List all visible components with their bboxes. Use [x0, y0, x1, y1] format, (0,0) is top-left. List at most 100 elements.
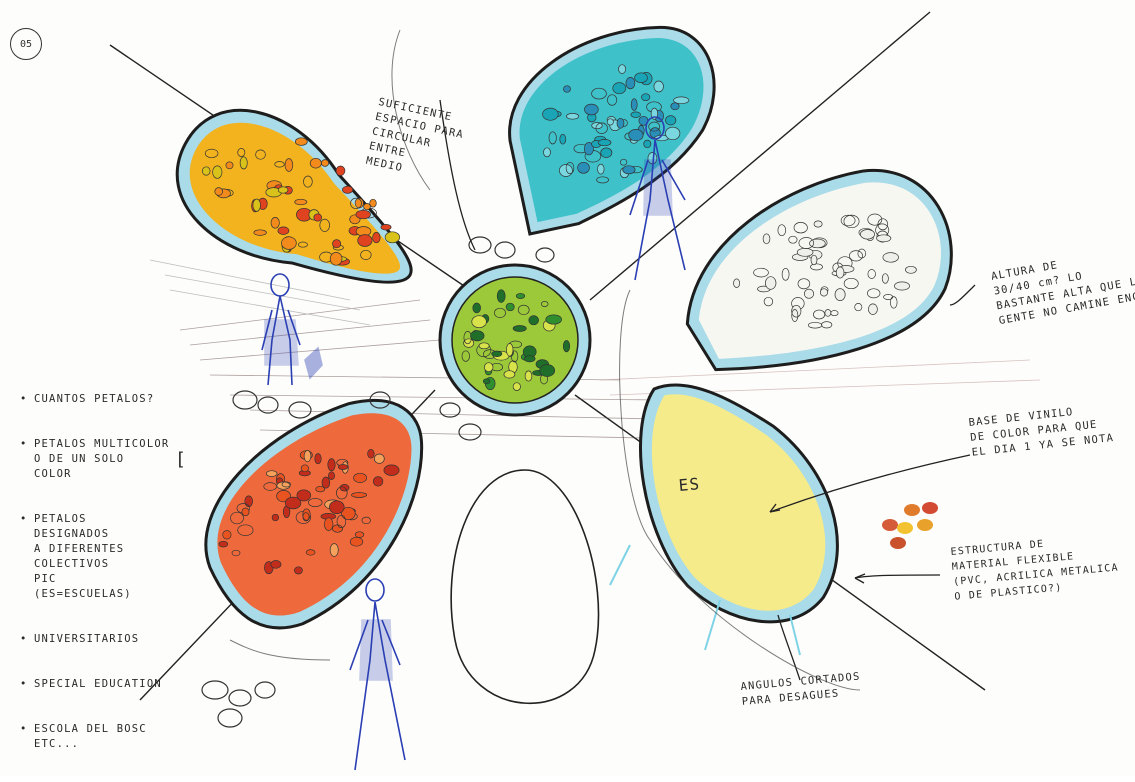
question-list: CUANTOS PETALOS? PETALOS MULTICOLOR O DE… — [20, 362, 210, 782]
texture-pebble — [310, 158, 321, 168]
texture-pebble — [330, 252, 342, 265]
texture-pebble — [529, 316, 539, 325]
texture-pebble — [804, 289, 813, 298]
texture-pebble — [506, 303, 514, 311]
texture-pebble — [513, 383, 520, 391]
texture-pebble — [202, 167, 210, 175]
texture-pebble — [497, 290, 505, 303]
texture-pebble — [797, 248, 813, 256]
texture-pebble — [484, 363, 493, 372]
texture-pebble — [315, 454, 321, 464]
texture-pebble — [540, 365, 555, 377]
texture-pebble — [598, 139, 611, 145]
texture-pebble — [472, 316, 487, 328]
texture-pebble — [242, 508, 249, 516]
texture-pebble — [811, 255, 817, 265]
person-bottom — [350, 579, 405, 770]
texture-pebble — [617, 118, 624, 128]
texture-pebble — [566, 113, 578, 119]
texture-pebble — [814, 221, 822, 227]
texture-pebble — [860, 230, 874, 240]
texture-pebble — [294, 567, 302, 574]
texture-pebble — [381, 224, 391, 230]
texture-pebble — [629, 129, 643, 140]
texture-pebble — [765, 277, 776, 290]
texture-pebble — [336, 166, 345, 176]
texture-pebble — [329, 501, 344, 514]
texture-pebble — [883, 253, 899, 263]
texture-pebble — [368, 449, 375, 458]
texture-pebble — [564, 86, 571, 93]
texture-pebble — [223, 531, 231, 540]
texture-pebble — [306, 550, 315, 556]
texture-pebble — [355, 198, 363, 208]
texture-pebble — [626, 77, 635, 88]
texture-pebble — [373, 232, 381, 242]
texture-pebble — [631, 112, 641, 118]
texture-pebble — [271, 217, 279, 228]
texture-pebble — [278, 187, 288, 193]
question-item: PETALOS DESIGNADOS A DIFERENTES COLECTIV… — [20, 512, 210, 602]
texture-pebble — [219, 541, 228, 547]
texture-pebble — [734, 279, 740, 288]
texture-pebble — [328, 472, 334, 480]
texture-pebble — [215, 188, 223, 196]
texture-pebble — [321, 160, 328, 167]
texture-pebble — [524, 356, 535, 362]
texture-pebble — [328, 459, 335, 471]
texture-pebble — [506, 344, 513, 357]
question-item: PETALOS MULTICOLOR O DE UN SOLO COLOR — [20, 437, 210, 482]
texture-pebble — [364, 203, 371, 209]
texture-pebble — [623, 166, 635, 174]
center-disc — [440, 265, 590, 415]
texture-pebble — [350, 537, 363, 546]
texture-pebble — [240, 157, 247, 169]
texture-pebble — [253, 199, 261, 211]
texture-pebble — [763, 234, 770, 244]
texture-pebble — [277, 482, 290, 489]
texture-pebble — [631, 99, 637, 111]
question-item: ESCOLA DEL BOSC ETC... — [20, 722, 210, 752]
texture-pebble — [295, 138, 307, 146]
texture-pebble — [619, 65, 626, 74]
texture-pebble — [272, 514, 279, 521]
texture-pebble — [563, 341, 569, 352]
texture-pebble — [473, 303, 481, 313]
texture-pebble — [358, 235, 372, 247]
texture-pebble — [338, 465, 348, 470]
texture-pebble — [666, 127, 680, 140]
texture-pebble — [607, 119, 613, 125]
texture-pebble — [342, 186, 352, 193]
texture-pebble — [543, 108, 559, 120]
texture-pebble — [355, 532, 364, 538]
texture-pebble — [598, 164, 605, 174]
texture-pebble — [314, 214, 322, 221]
texture-pebble — [324, 518, 333, 531]
pale-yellow-petal — [586, 372, 880, 644]
texture-pebble — [601, 148, 612, 158]
texture-pebble — [666, 116, 676, 125]
texture-pebble — [285, 159, 293, 172]
texture-pebble — [322, 477, 330, 488]
texture-pebble — [254, 230, 267, 236]
texture-pebble — [792, 305, 801, 317]
texture-pebble — [385, 232, 400, 243]
texture-pebble — [356, 210, 371, 219]
texture-pebble — [304, 450, 311, 461]
texture-pebble — [373, 477, 383, 487]
texture-pebble — [471, 331, 485, 341]
texture-pebble — [644, 140, 651, 148]
texture-pebble — [578, 162, 590, 173]
person-left — [262, 274, 322, 385]
texture-pebble — [301, 465, 308, 472]
outline-petal-bottom — [451, 470, 598, 703]
texture-pebble — [282, 237, 297, 250]
texture-pebble — [546, 315, 562, 324]
texture-pebble — [894, 282, 909, 290]
question-item: CUANTOS PETALOS? — [20, 392, 210, 407]
texture-pebble — [654, 81, 664, 92]
white-petal — [666, 158, 966, 380]
texture-pebble — [285, 497, 301, 509]
texture-pebble — [483, 379, 490, 384]
